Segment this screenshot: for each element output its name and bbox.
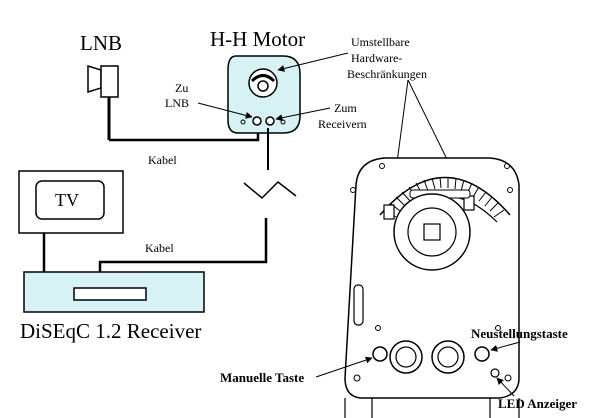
receivern-label: Receivern bbox=[318, 117, 367, 131]
cable-motor-receiver bbox=[98, 128, 297, 272]
lnb-label: LNB bbox=[80, 31, 122, 55]
limits-arrow-motor bbox=[277, 52, 349, 72]
manual-button-label: Manuelle Taste bbox=[220, 370, 304, 385]
manual-button bbox=[372, 346, 388, 362]
tv-label: TV bbox=[55, 190, 79, 210]
zu-label: Zu bbox=[175, 81, 188, 95]
zu-lnb-arrow bbox=[197, 102, 253, 119]
zum-receiver-arrow bbox=[275, 107, 331, 122]
receiver-box bbox=[23, 271, 205, 313]
receiver-label: DiSEqC 1.2 Receiver bbox=[20, 319, 201, 343]
lnb-small-label: LNB bbox=[165, 96, 189, 110]
limits-label-line2: Hardware- bbox=[351, 51, 402, 65]
cable-label-bottom: Kabel bbox=[145, 241, 174, 255]
limits-label-line1: Umstellbare bbox=[351, 35, 410, 49]
led-arrow bbox=[496, 377, 515, 397]
reset-button bbox=[474, 346, 490, 362]
motor-panel bbox=[344, 157, 520, 418]
manual-button-arrow bbox=[315, 356, 373, 378]
limits-label-line3: Beschränkungen bbox=[347, 67, 427, 81]
tv-icon bbox=[18, 170, 124, 272]
motor-title: H-H Motor bbox=[210, 27, 305, 51]
zum-label: Zum bbox=[334, 101, 357, 115]
cable-label-top: Kabel bbox=[148, 153, 177, 167]
led-indicator bbox=[490, 368, 500, 378]
reset-button-label: Neustellungstaste bbox=[471, 326, 568, 341]
reset-button-arrow bbox=[490, 341, 521, 352]
led-label: LED Anzeiger bbox=[498, 396, 577, 411]
lnb-icon bbox=[87, 64, 119, 140]
